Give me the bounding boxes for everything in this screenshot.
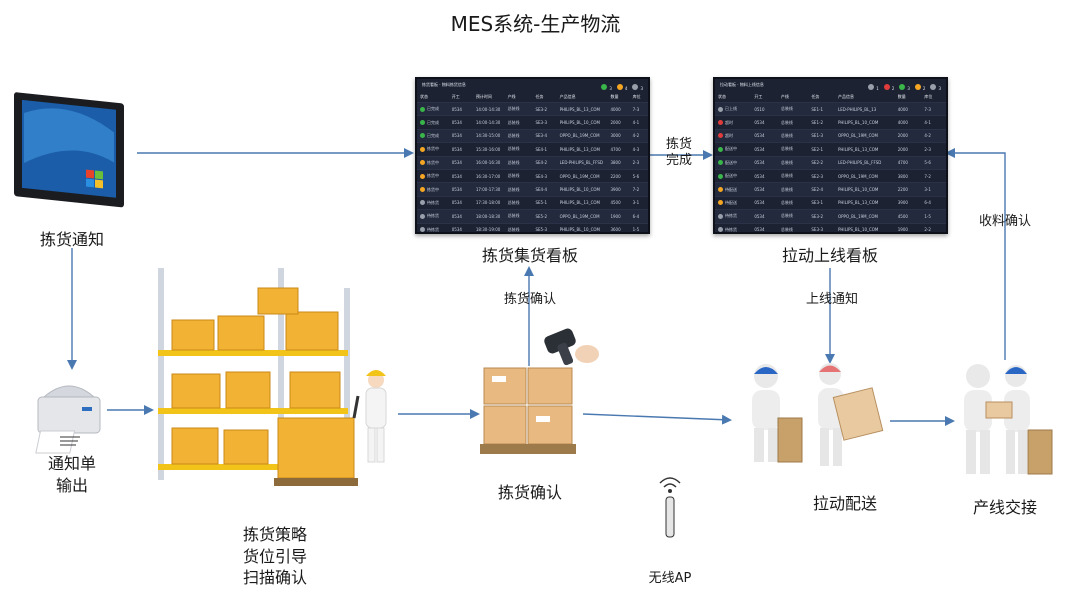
page-title: MES系统-生产物流 xyxy=(450,12,621,36)
edge-label-online-notice: 上线通知 xyxy=(805,292,858,307)
pallet-boxes xyxy=(480,367,576,454)
delivery-workers xyxy=(752,363,884,466)
label-pick-strategy: 拣货策略 货位引导 扫描确认 xyxy=(242,525,307,588)
label-pick-confirm-node: 拣货确认 xyxy=(497,483,562,502)
barcode-scanner xyxy=(544,328,599,366)
edge-label-receive-confirm: 收料确认 xyxy=(978,214,1031,229)
label-pick-notify: 拣货通知 xyxy=(39,230,104,249)
edge-label-pick-done: 拣货 完成 xyxy=(665,137,692,169)
handover-workers xyxy=(964,364,1053,475)
label-wireless-ap: 无线AP xyxy=(648,571,692,586)
wireless-ap-icon xyxy=(659,477,681,538)
arrow-boxes-to-delivery xyxy=(582,413,732,425)
touch-panel-monitor xyxy=(14,92,124,208)
label-board-pull: 拉动上线看板 xyxy=(781,246,878,265)
warehouse-rack xyxy=(158,268,387,486)
arrow-handover-to-board2 xyxy=(945,148,1006,360)
label-pull-delivery: 拉动配送 xyxy=(812,494,877,513)
label-line-handover: 产线交接 xyxy=(972,498,1037,517)
label-board-picking: 拣货集货看板 xyxy=(481,246,578,265)
label-printer xyxy=(35,385,101,454)
label-notice-output: 通知单 输出 xyxy=(47,454,96,495)
edge-label-pick-confirm: 拣货确认 xyxy=(503,292,556,307)
